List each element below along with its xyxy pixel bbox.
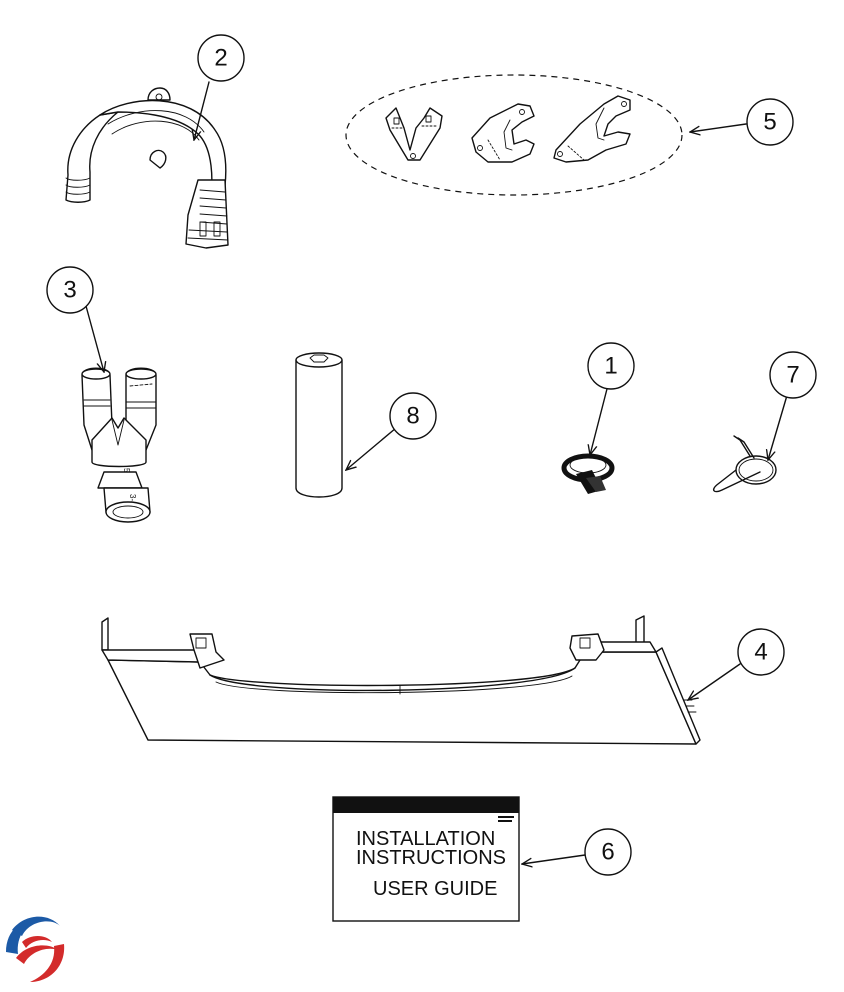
svg-text:5: 5	[763, 109, 776, 136]
svg-text:4: 4	[754, 639, 767, 666]
manual-line-user-guide: USER GUIDE	[373, 878, 497, 900]
elbow-marking-lower: 3-4"	[128, 494, 137, 509]
manual-line-instructions: INSTRUCTIONS	[356, 847, 506, 869]
svg-text:8: 8	[406, 403, 419, 430]
callout-7: 7	[769, 351, 817, 399]
svg-text:7: 7	[786, 362, 799, 389]
callout-8: 8	[389, 392, 437, 440]
svg-text:3: 3	[63, 277, 76, 304]
callout-4: 4	[737, 628, 785, 676]
callout-2: 2	[197, 34, 245, 82]
part-5-bracket-c	[471, 103, 535, 163]
part-5-bracket-v	[385, 107, 443, 161]
part-8-socket	[295, 352, 343, 498]
manual-line-installation: INSTALLATION	[356, 828, 495, 850]
callout-3: 3	[46, 266, 94, 314]
svg-text:1: 1	[604, 353, 617, 380]
part-2-saddle-clamp	[65, 87, 229, 249]
part-5-bracket-z	[553, 95, 631, 163]
brand-logo-icon	[6, 916, 65, 982]
part-6-manual: INSTALLATION INSTRUCTIONS USER GUIDE	[332, 796, 520, 922]
part-7-pin-clip	[712, 435, 777, 493]
callout-1: 1	[587, 342, 635, 390]
callout-5: 5	[746, 98, 794, 146]
callout-6: 6	[584, 828, 632, 876]
part-4-cover-panel	[101, 615, 701, 745]
svg-text:2: 2	[214, 45, 227, 72]
part-1-hose-clamp	[561, 453, 615, 494]
svg-text:6: 6	[601, 839, 614, 866]
part-3-y-connector: 5-6" 3-4"	[81, 367, 157, 523]
part-5-group-outline	[345, 74, 683, 196]
